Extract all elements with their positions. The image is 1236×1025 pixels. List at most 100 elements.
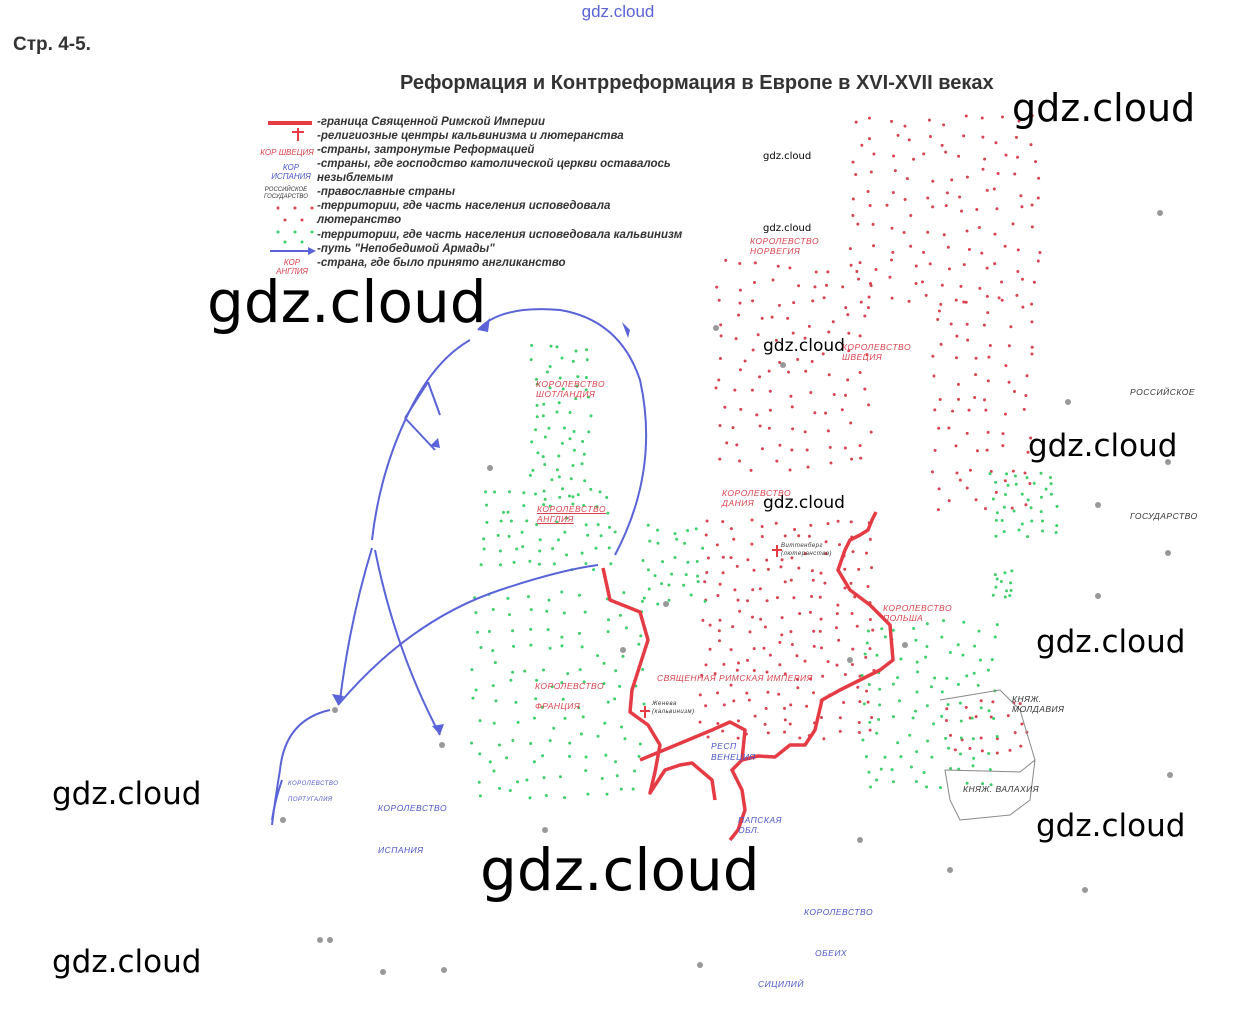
lutheran-dot — [705, 519, 709, 523]
lutheran-dot — [721, 520, 725, 524]
calvinist-dot — [571, 464, 575, 468]
lutheran-dot — [933, 408, 937, 412]
site-watermark-header: gdz.cloud — [581, 2, 655, 21]
lutheran-dot — [832, 392, 836, 396]
lutheran-dot — [811, 578, 815, 582]
calvinist-dot — [896, 741, 900, 745]
lutheran-dot — [1003, 479, 1007, 483]
lutheran-dot — [818, 629, 822, 633]
lutheran-dot — [1000, 280, 1004, 284]
lutheran-dot — [809, 523, 813, 527]
lutheran-dot — [765, 670, 769, 674]
calvinist-dot — [891, 628, 895, 632]
calvinist-dot — [568, 741, 572, 745]
lutheran-dot — [704, 533, 708, 537]
calvinist-dot — [535, 678, 539, 682]
calvinist-dot — [541, 455, 545, 459]
lutheran-dot — [1028, 482, 1032, 486]
calvinist-dot — [878, 703, 882, 707]
lutheran-dot — [994, 141, 998, 145]
lutheran-dot — [717, 629, 721, 633]
lutheran-dot — [922, 250, 926, 254]
lutheran-dot — [985, 448, 989, 452]
calvinist-dot — [675, 537, 679, 541]
calvinist-dot — [542, 489, 546, 493]
calvinist-dot — [940, 690, 944, 694]
calvinist-dot — [552, 726, 556, 730]
lutheran-dot — [792, 301, 796, 305]
legend-key: КОР ИСПАНИЯ — [271, 163, 311, 181]
calvinist-dot — [499, 519, 503, 523]
calvinist-dot — [689, 593, 693, 597]
lutheran-dot — [994, 490, 998, 494]
lutheran-dot — [798, 736, 802, 740]
calvinist-dot — [560, 644, 564, 648]
calvinist-dot — [605, 792, 609, 796]
calvinist-dot — [988, 472, 992, 476]
lutheran-dot — [979, 699, 983, 703]
label-moldavia: КНЯЖ. МОЛДАВИЯ — [1012, 694, 1065, 714]
calvinist-dot — [1026, 498, 1030, 502]
lutheran-dot — [827, 373, 831, 377]
calvinist-dot — [994, 534, 998, 538]
calvinist-dot — [529, 358, 533, 362]
lutheran-dot — [698, 693, 702, 697]
lutheran-dot — [758, 424, 762, 428]
calvinist-dot — [682, 583, 686, 587]
calvinist-dot — [696, 580, 700, 584]
lutheran-dot — [733, 388, 737, 392]
lutheran-dot — [858, 370, 862, 374]
calvinist-dot — [899, 755, 903, 759]
calvinist-dot — [995, 577, 999, 581]
calvinist-dot — [977, 629, 981, 633]
lutheran-dot — [989, 715, 993, 719]
lutheran-dot — [790, 642, 794, 646]
calvinist-dot — [869, 785, 873, 789]
lutheran-dot — [698, 720, 702, 724]
lutheran-dot — [725, 441, 729, 445]
lutheran-dot — [1009, 325, 1013, 329]
lutheran-dot — [763, 722, 767, 726]
calvinist-dot — [586, 533, 590, 537]
lutheran-dot — [1011, 469, 1015, 473]
calvinist-dot — [560, 441, 564, 445]
lutheran-dot — [1020, 205, 1024, 209]
lutheran-dot — [981, 167, 985, 171]
calvinist-dot — [613, 697, 617, 701]
calvinist-dot — [607, 546, 611, 550]
calvinist-dot — [582, 503, 586, 507]
calvinist-dot — [956, 682, 960, 686]
calvinist-dot — [972, 671, 976, 675]
calvinist-dot — [568, 410, 572, 414]
lutheran-dot — [968, 746, 972, 750]
watermark: gdz.cloud — [1036, 808, 1186, 844]
lutheran-dot — [723, 405, 727, 409]
calvinist-dot — [575, 384, 579, 388]
lutheran-dot — [1001, 432, 1005, 436]
lutheran-dot — [798, 612, 802, 616]
legend-item: -территории, где часть населения исповед… — [317, 200, 611, 212]
lutheran-dot — [762, 646, 766, 650]
calvinist-dot — [484, 490, 488, 494]
calvinist-dot — [868, 720, 872, 724]
calvinist-dot — [948, 651, 952, 655]
lutheran-dot — [824, 540, 828, 544]
calvinist-dot — [584, 755, 588, 759]
lutheran-dot — [1030, 352, 1034, 356]
calvinist-dot — [606, 618, 610, 622]
calvinist-dot — [582, 680, 586, 684]
calvinist-dot — [545, 609, 549, 613]
calvinist-dot — [925, 645, 929, 649]
lutheran-dot — [863, 314, 867, 318]
lutheran-dot — [715, 543, 719, 547]
calvinist-dot — [496, 533, 500, 537]
calvinist-dot — [673, 555, 677, 559]
lutheran-dot — [959, 284, 963, 288]
lutheran-dot — [947, 499, 951, 503]
calvinist-dot — [568, 437, 572, 441]
lutheran-dot — [766, 731, 770, 735]
calvinist-dot — [565, 553, 569, 557]
calvinist-dot — [976, 683, 980, 687]
city-marker — [1165, 459, 1171, 465]
calvinist-dot — [875, 731, 879, 735]
